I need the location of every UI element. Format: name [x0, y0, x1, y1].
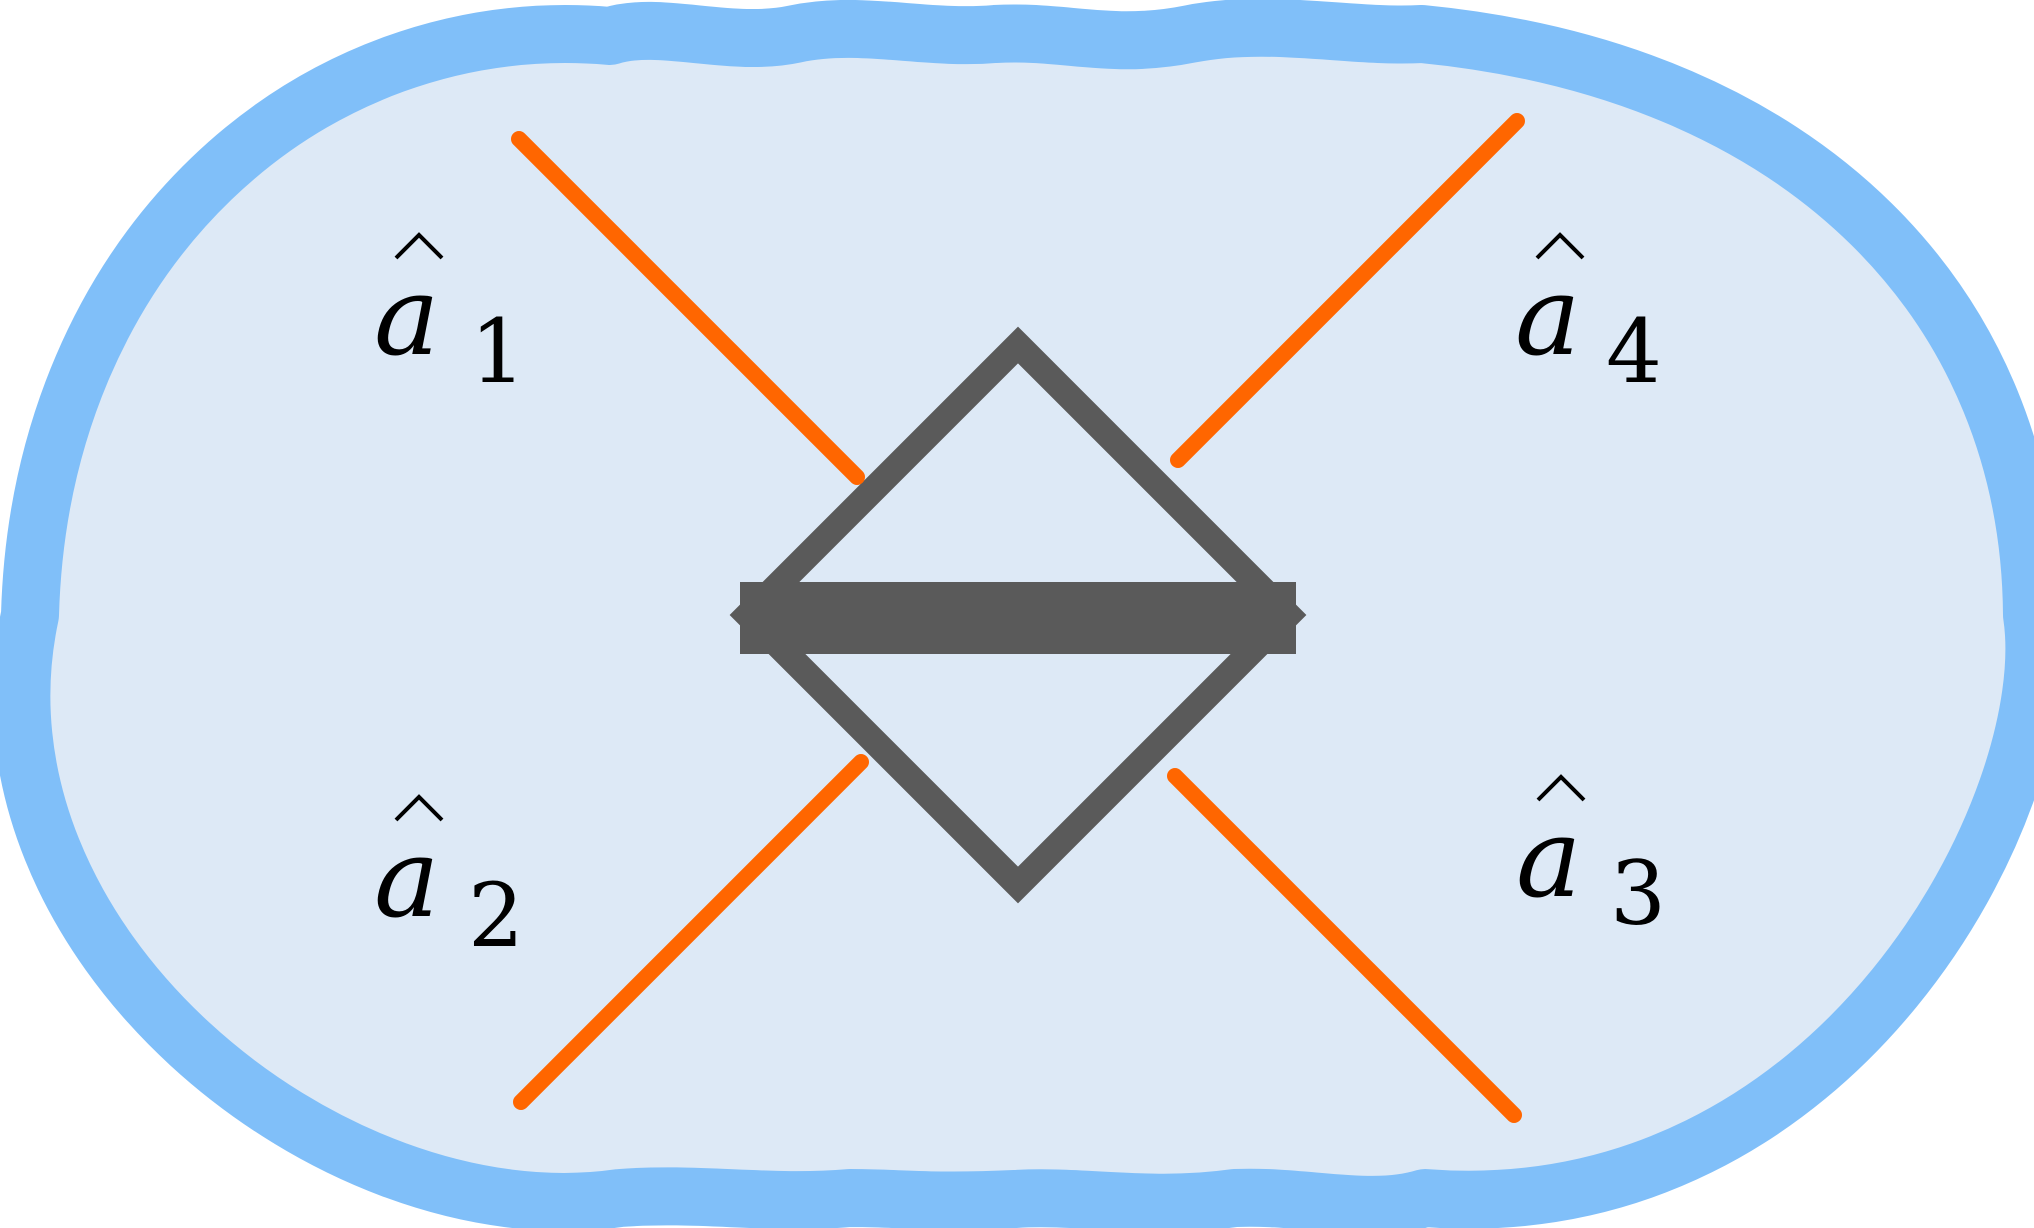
mode-label-a4: a 4 — [1515, 232, 1662, 403]
mode-base: a — [374, 252, 440, 380]
mode-subscript: 2 — [468, 864, 524, 967]
beam-splitter-diamond — [729, 326, 1307, 904]
mode-subscript: 1 — [470, 300, 526, 403]
hat-accent — [1535, 232, 1585, 260]
mode-subscript: 3 — [1610, 842, 1666, 945]
beam-splitter-mirror — [740, 582, 1296, 654]
mode-base: a — [1516, 794, 1582, 922]
mode-label-a3: a 3 — [1516, 774, 1666, 945]
arrow-output-a4 — [1170, 113, 1525, 468]
hat-accent — [394, 794, 444, 822]
arrow-output-a3 — [1167, 768, 1522, 1123]
mode-label-a1: a 1 — [374, 232, 526, 403]
hat-accent — [1536, 774, 1586, 802]
beam-splitter-icon — [729, 326, 1307, 904]
mode-base: a — [1515, 252, 1581, 380]
mode-subscript: 4 — [1606, 300, 1662, 403]
arrow-input-a1 — [511, 131, 865, 485]
hat-accent — [394, 232, 444, 260]
arrow-input-a2 — [513, 754, 869, 1110]
mode-base: a — [374, 814, 440, 942]
mode-label-a2: a 2 — [374, 794, 524, 967]
